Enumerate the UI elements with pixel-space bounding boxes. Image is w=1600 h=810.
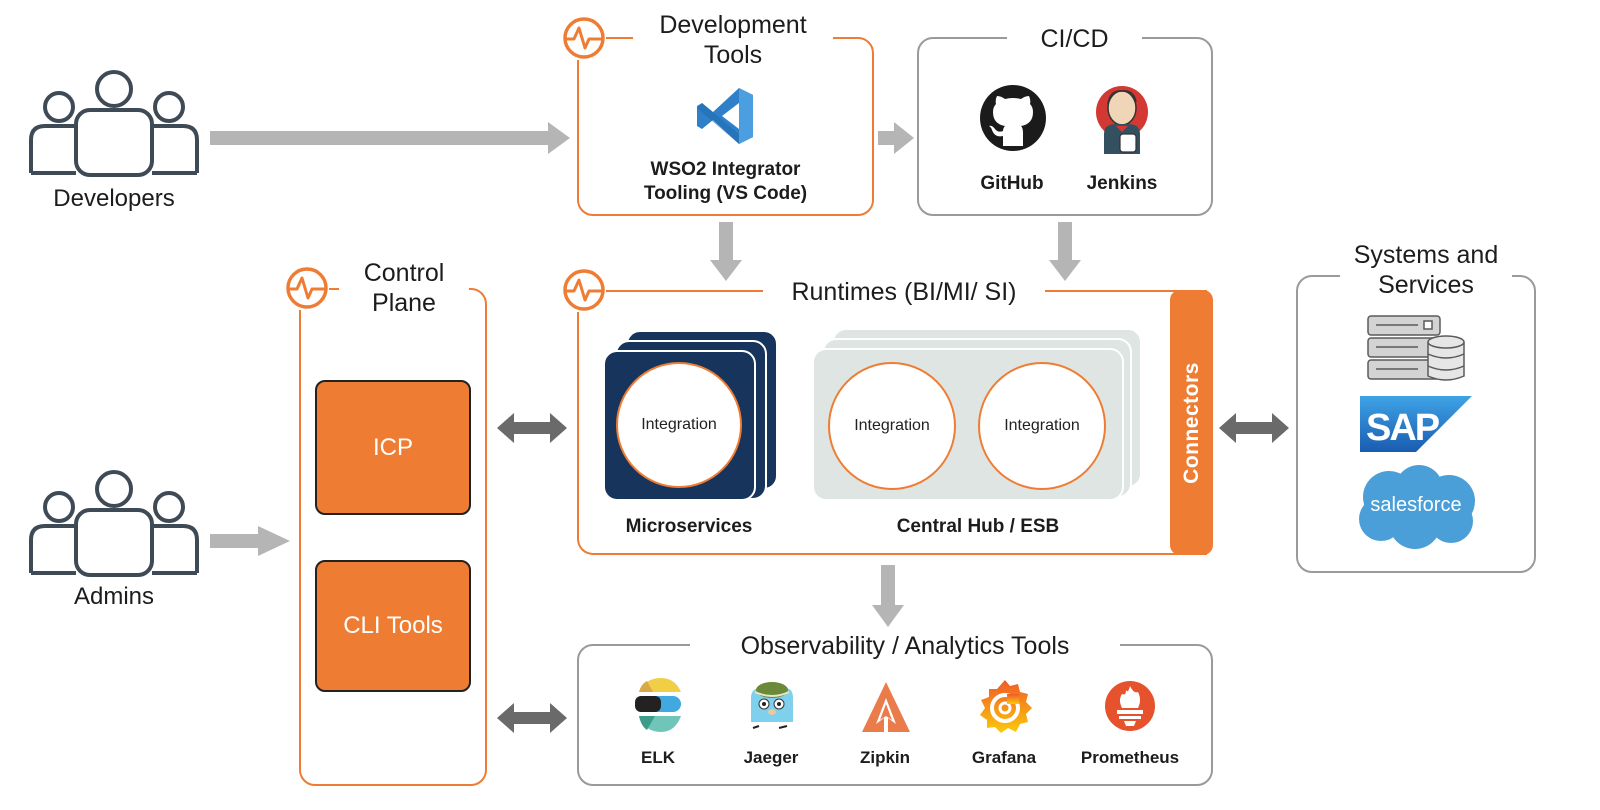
observability-title: Observability / Analytics Tools bbox=[690, 631, 1120, 661]
svg-text:salesforce: salesforce bbox=[1370, 494, 1461, 516]
svg-text:SAP: SAP bbox=[1366, 407, 1440, 449]
integration-circle[interactable]: Integration bbox=[978, 362, 1106, 490]
development-tools-title: Development Tools bbox=[633, 10, 833, 70]
development-tools-title-line1: Development bbox=[659, 11, 807, 39]
github-label: GitHub bbox=[980, 173, 1044, 194]
control-plane-title-line2: Plane bbox=[372, 289, 436, 317]
integration-circle[interactable]: Integration bbox=[828, 362, 956, 490]
integration-circle[interactable]: Integration bbox=[616, 362, 742, 488]
server-database-icon bbox=[1366, 314, 1466, 382]
jaeger-label: Jaeger bbox=[743, 748, 799, 767]
arrow-devtools-to-runtimes bbox=[710, 222, 742, 281]
jenkins-label: Jenkins bbox=[1086, 173, 1158, 194]
systems-title: Systems and Services bbox=[1340, 240, 1512, 300]
pulse-icon bbox=[285, 266, 329, 310]
systems-title-line1: Systems and bbox=[1353, 241, 1499, 269]
central-hub-label: Central Hub / ESB bbox=[896, 516, 1060, 537]
arrow-controlplane-observability-bidirectional bbox=[497, 703, 567, 733]
zipkin-logo-icon bbox=[862, 682, 910, 734]
control-plane-panel bbox=[299, 288, 487, 786]
connectors-label: Connectors bbox=[1179, 361, 1203, 484]
jenkins-logo-icon bbox=[1094, 82, 1150, 154]
developers-label: Developers bbox=[53, 185, 175, 212]
connectors-bar[interactable]: Connectors bbox=[1170, 290, 1213, 555]
arrow-runtimes-to-observability bbox=[872, 565, 904, 627]
control-plane-title-line1: Control bbox=[363, 259, 445, 287]
pulse-icon bbox=[562, 268, 606, 312]
vscode-label-line1: WSO2 Integrator bbox=[650, 159, 801, 180]
vscode-logo-icon bbox=[695, 86, 755, 146]
grafana-label: Grafana bbox=[971, 748, 1037, 767]
people-group-icon bbox=[29, 70, 199, 177]
prometheus-logo-icon bbox=[1104, 680, 1156, 732]
admins-group bbox=[28, 470, 200, 578]
arrow-controlplane-runtimes-bidirectional bbox=[497, 413, 567, 443]
cli-tools-label: CLI Tools bbox=[343, 612, 443, 639]
cicd-title: CI/CD bbox=[1007, 24, 1142, 54]
grafana-logo-icon bbox=[977, 678, 1033, 734]
people-group-icon bbox=[29, 470, 199, 577]
control-plane-title: Control Plane bbox=[339, 258, 469, 318]
arrow-cicd-to-runtimes bbox=[1049, 222, 1081, 281]
development-tools-title-line2: Tools bbox=[703, 41, 763, 69]
vscode-tool-label: WSO2 Integrator Tooling (VS Code) bbox=[577, 158, 874, 206]
systems-title-line2: Services bbox=[1378, 271, 1474, 299]
elk-label: ELK bbox=[641, 748, 675, 767]
zipkin-label: Zipkin bbox=[859, 748, 911, 767]
arrow-connectors-systems-bidirectional bbox=[1219, 413, 1289, 443]
vscode-label-line2: Tooling (VS Code) bbox=[643, 183, 808, 204]
github-logo-icon bbox=[979, 84, 1047, 152]
arrow-developers-to-devtools bbox=[210, 122, 570, 154]
prometheus-label: Prometheus bbox=[1080, 748, 1180, 767]
cli-tools-tile[interactable]: CLI Tools bbox=[315, 560, 471, 692]
jaeger-logo-icon bbox=[745, 676, 799, 734]
sap-logo-icon: SAP bbox=[1360, 396, 1472, 452]
icp-label: ICP bbox=[372, 433, 413, 461]
runtimes-title: Runtimes (BI/MI/ SI) bbox=[763, 277, 1045, 307]
developers-group bbox=[28, 70, 200, 178]
admins-label: Admins bbox=[73, 583, 155, 610]
pulse-icon bbox=[562, 16, 606, 60]
arrow-devtools-to-cicd bbox=[878, 122, 914, 154]
elk-logo-icon bbox=[633, 678, 683, 732]
icp-tile[interactable]: ICP bbox=[315, 380, 471, 515]
microservices-label: Microservices bbox=[625, 516, 753, 537]
arrow-admins-to-controlplane bbox=[210, 526, 290, 556]
salesforce-logo-icon: salesforce bbox=[1353, 463, 1479, 551]
